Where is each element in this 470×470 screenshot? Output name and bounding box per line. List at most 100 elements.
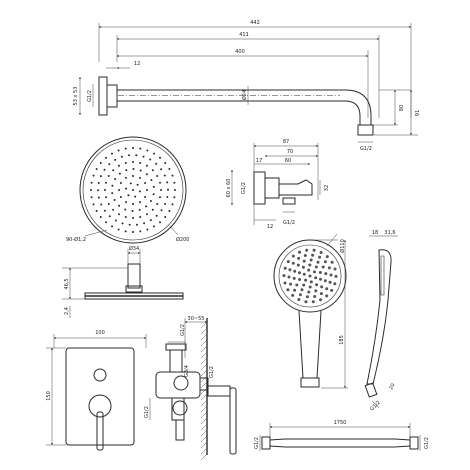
- nozzle-dot: [150, 179, 153, 181]
- nozzle-dot: [295, 283, 299, 287]
- dim-elbow-a: 17: [256, 158, 262, 164]
- nozzle-dot: [97, 182, 100, 184]
- hatch-line: [200, 447, 208, 455]
- nozzle-dot: [108, 215, 111, 218]
- dim-hand-face: Ø110: [339, 239, 346, 252]
- nozzle-dot: [124, 208, 127, 211]
- nozzle-dot: [105, 221, 107, 224]
- elbow-holder-arm: [279, 179, 313, 196]
- nozzle-dot: [289, 282, 293, 286]
- mixer-lower-port: [172, 400, 188, 416]
- wall-hatch: [200, 321, 208, 461]
- nozzle-dot: [90, 189, 92, 191]
- nozzle-dot: [296, 263, 300, 267]
- nozzle-dot: [108, 163, 111, 166]
- mixer-cartridge-cap: [88, 394, 112, 418]
- dim-depth-range: 30~55: [188, 316, 205, 322]
- dim-arm-inner: 400: [235, 49, 245, 55]
- nozzle-dot: [129, 182, 132, 185]
- nozzle-dot: [155, 214, 158, 217]
- nozzle-dot: [92, 174, 95, 177]
- nozzle-dot: [156, 203, 159, 205]
- mixer-side-view: 30~55 G1/2 G3/4 G1/2 G1/2: [144, 316, 237, 461]
- hatch-line: [200, 417, 208, 425]
- nozzle-dot: [100, 203, 103, 206]
- dim-hand-thread: G1/2: [369, 400, 382, 413]
- hatch-line: [200, 441, 208, 449]
- dim-elbow-total: 87: [283, 139, 289, 145]
- nozzle-dot: [313, 295, 317, 298]
- nozzle-dot: [297, 256, 301, 260]
- nozzle-dot: [114, 178, 117, 180]
- dim-hand-length: 185: [339, 335, 345, 345]
- dim-elbow-plate: 60 x 60: [226, 179, 232, 198]
- dim-mixer-width: 100: [95, 330, 105, 336]
- nozzle-dot: [308, 274, 312, 278]
- head-neck: [127, 263, 141, 289]
- nozzle-dot: [325, 255, 329, 259]
- nozzle-dot: [159, 181, 161, 184]
- dim-outlet-thread: G1/2: [360, 146, 372, 152]
- nozzle-dot: [152, 185, 155, 188]
- nozzle-dot: [105, 156, 107, 159]
- outlet-nut: [357, 124, 374, 136]
- hatch-line: [200, 321, 208, 329]
- nozzle-dot: [95, 168, 98, 170]
- leader-head-dia: [169, 225, 179, 236]
- hatch-line: [200, 405, 208, 413]
- nozzle-grid: [90, 147, 176, 233]
- nozzle-dot: [132, 203, 134, 205]
- hand-shower-side-face: [380, 255, 385, 296]
- label-nozzles: 90-Ø1,2: [66, 236, 86, 243]
- nozzle-dot: [136, 223, 138, 226]
- elbow-body: [264, 177, 280, 199]
- nozzle-dot: [330, 288, 334, 292]
- dim-arm-mid: 411: [239, 32, 249, 38]
- dim-profile-thickness: 2,4: [64, 307, 70, 315]
- nozzle-dot: [318, 271, 322, 274]
- nozzle-dot: [119, 196, 122, 198]
- nozzle-dot: [305, 295, 309, 299]
- nozzle-dot: [151, 208, 154, 211]
- wall-elbow-view: 87 70 17 60 60 x 60 G1/2 32 12 G1/2: [226, 139, 330, 230]
- nozzle-dot: [128, 154, 130, 157]
- nozzle-dot: [114, 158, 117, 161]
- nozzle-dot: [145, 205, 148, 208]
- nozzle-dot: [104, 189, 106, 191]
- label-head-dia: Ø200: [176, 236, 189, 243]
- arm-pipe-bottom: [117, 100, 361, 125]
- nozzle-dot: [319, 292, 323, 296]
- hatch-line: [200, 345, 208, 353]
- nozzle-dot: [90, 196, 93, 199]
- nozzle-dot: [291, 293, 295, 297]
- nozzle-dot: [151, 169, 154, 172]
- nozzle-dot: [321, 265, 325, 269]
- nozzle-dot: [117, 228, 120, 231]
- nozzle-dot: [111, 152, 113, 155]
- nozzle-dot: [139, 169, 142, 172]
- nozzle-dot: [160, 168, 163, 171]
- nozzle-dot: [118, 172, 121, 175]
- nozzle-dot: [164, 216, 167, 218]
- nozzle-dot: [139, 162, 142, 164]
- nozzle-dot: [112, 208, 115, 211]
- nozzle-dot: [164, 162, 167, 164]
- nozzle-dot: [107, 175, 110, 177]
- nozzle-dot: [120, 155, 123, 158]
- head-plate-body: [84, 292, 184, 300]
- nozzle-dot: [132, 175, 134, 177]
- dim-neck-dia: Ø34: [129, 245, 139, 252]
- dim-side-a: 18: [372, 230, 378, 236]
- nozzle-dot: [138, 208, 141, 211]
- nozzle-dot: [163, 174, 166, 177]
- dim-thread-bottom: G3/4: [184, 365, 190, 377]
- nozzle-dot: [103, 209, 106, 212]
- mixer-top-nut: [165, 343, 187, 351]
- nozzle-dot: [319, 251, 323, 254]
- nozzle-dot: [316, 260, 320, 264]
- nozzle-dot: [325, 287, 329, 291]
- hatch-line: [200, 453, 208, 461]
- nozzle-dot: [166, 181, 169, 184]
- nozzle-dot: [146, 164, 148, 167]
- nozzle-dot: [136, 183, 139, 186]
